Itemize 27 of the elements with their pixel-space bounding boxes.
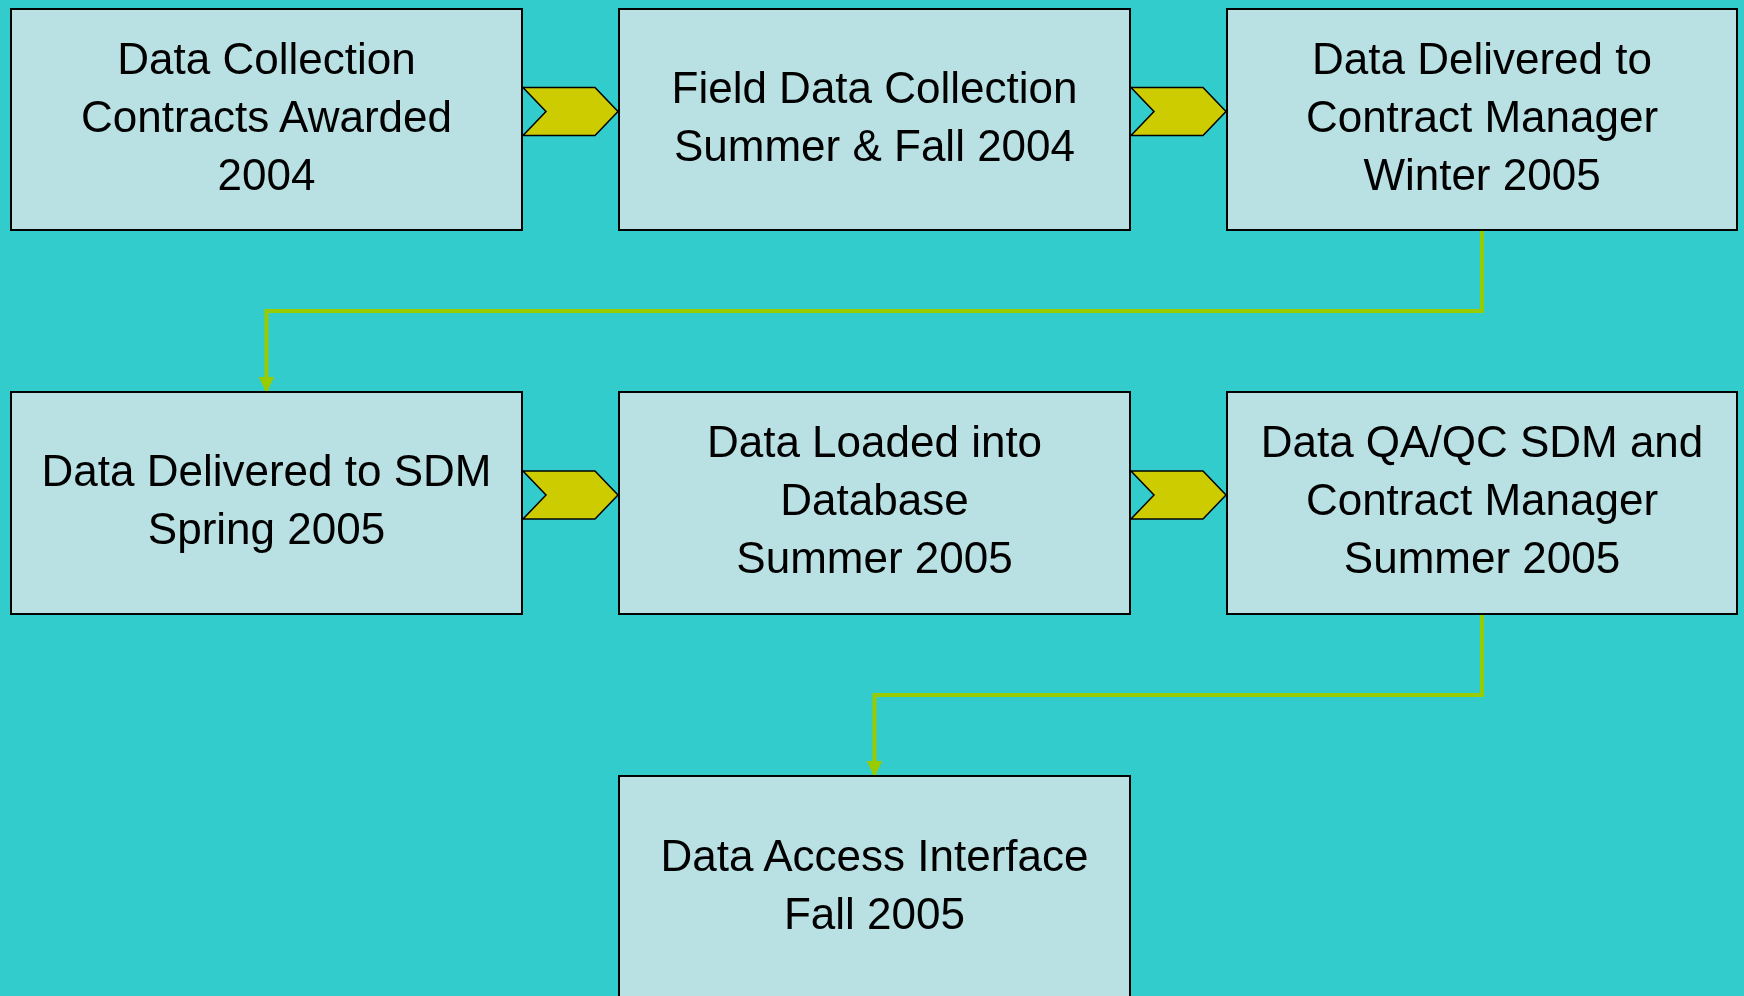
arrow [866, 615, 1484, 777]
box-text: Data Access Interface [660, 830, 1089, 882]
box-text: Data Collection Contracts Awarded [80, 32, 453, 143]
box-text: Data Delivered to SDM [41, 445, 492, 497]
process-box [1226, 391, 1738, 615]
box-text: Field Data Collection [671, 61, 1078, 114]
box-text: Data Loaded into Database [705, 416, 1044, 526]
chevron-arrow [521, 470, 620, 520]
chevron-arrow [1129, 86, 1228, 137]
arrow [258, 231, 1484, 393]
process-box [10, 8, 523, 231]
process-box [618, 8, 1131, 231]
box-text: Summer 2005 [1343, 532, 1621, 584]
process-box [618, 775, 1131, 996]
box-text: 2004 [217, 148, 316, 201]
box-text: Data Delivered to Contract Manager [1304, 32, 1660, 143]
process-box [1226, 8, 1738, 231]
box-text: Spring 2005 [147, 503, 386, 555]
box-text: Summer 2005 [736, 532, 1013, 584]
box-text: Summer & Fall 2004 [673, 119, 1076, 172]
chevron-arrow [1129, 470, 1228, 520]
box-text: Fall 2005 [784, 888, 965, 940]
box-text: Winter 2005 [1363, 148, 1601, 201]
process-box [618, 391, 1131, 615]
box-text: Data QA/QC SDM and Contract Manager [1259, 416, 1705, 526]
process-box [10, 391, 523, 615]
chevron-arrow [521, 86, 620, 137]
